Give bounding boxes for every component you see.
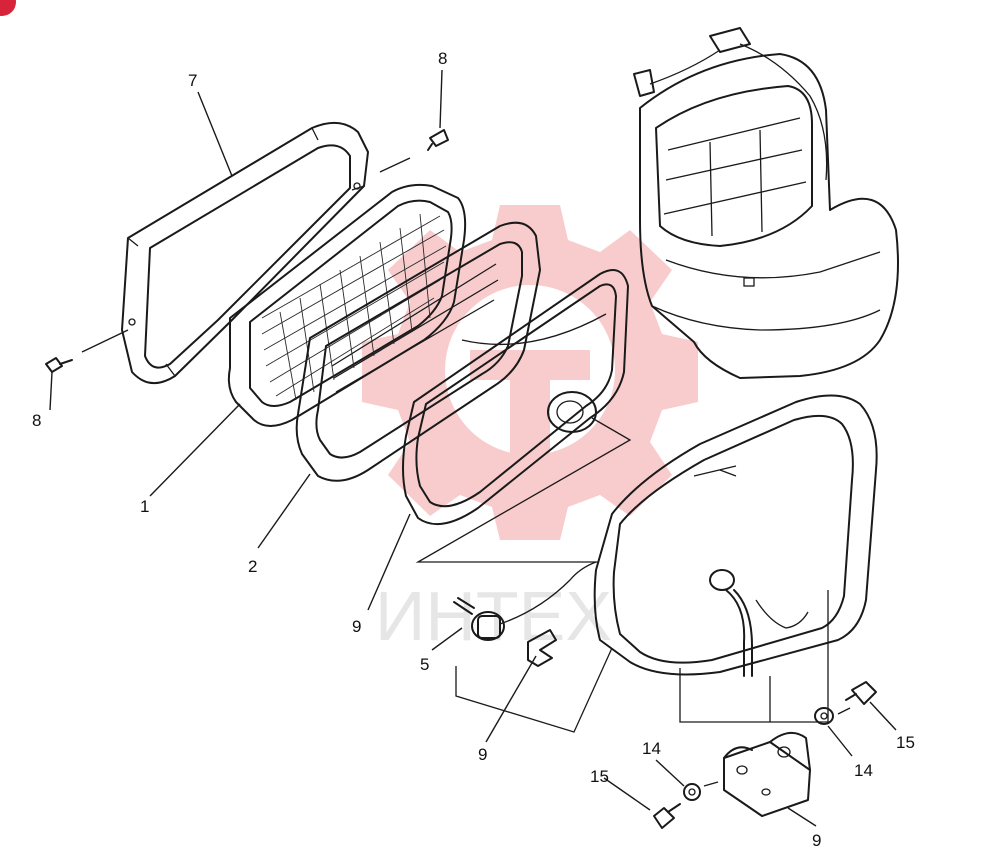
part-screw-top — [427, 129, 449, 151]
corner-badge — [0, 0, 16, 16]
callout-8-left: 8 — [32, 411, 41, 430]
callout-9-clip: 9 — [478, 745, 487, 764]
callout-15-right: 15 — [896, 733, 915, 752]
part-gasket-ring — [295, 221, 541, 482]
part-washer-right — [814, 707, 834, 725]
part-reflector-plate — [402, 269, 632, 563]
part-grid-lens — [227, 183, 467, 427]
part-bolt-right — [845, 681, 877, 705]
part-screw-left — [45, 357, 73, 373]
callout-14-left: 14 — [642, 739, 661, 758]
part-mounting-bracket — [723, 731, 811, 817]
callout-2: 2 — [248, 557, 257, 576]
part-bulb-socket — [453, 561, 613, 733]
callout-8-top: 8 — [438, 49, 447, 68]
callout-15-left: 15 — [590, 767, 609, 786]
callout-5: 5 — [420, 655, 429, 674]
part-lamp-housing — [593, 394, 878, 723]
part-bolt-left — [653, 803, 681, 829]
part-bezel-frame — [121, 121, 369, 384]
leader-lines — [49, 69, 897, 827]
callout-14-right: 14 — [854, 761, 873, 780]
watermark-logo: ИНТЕХ — [362, 205, 698, 655]
tractor-cab — [633, 27, 899, 379]
callout-9-reflector: 9 — [352, 617, 361, 636]
part-washer-left — [683, 783, 701, 801]
part-wire-clip — [527, 629, 557, 667]
callout-7: 7 — [188, 71, 197, 90]
callout-9-bracket: 9 — [812, 831, 821, 850]
callout-1: 1 — [140, 497, 149, 516]
